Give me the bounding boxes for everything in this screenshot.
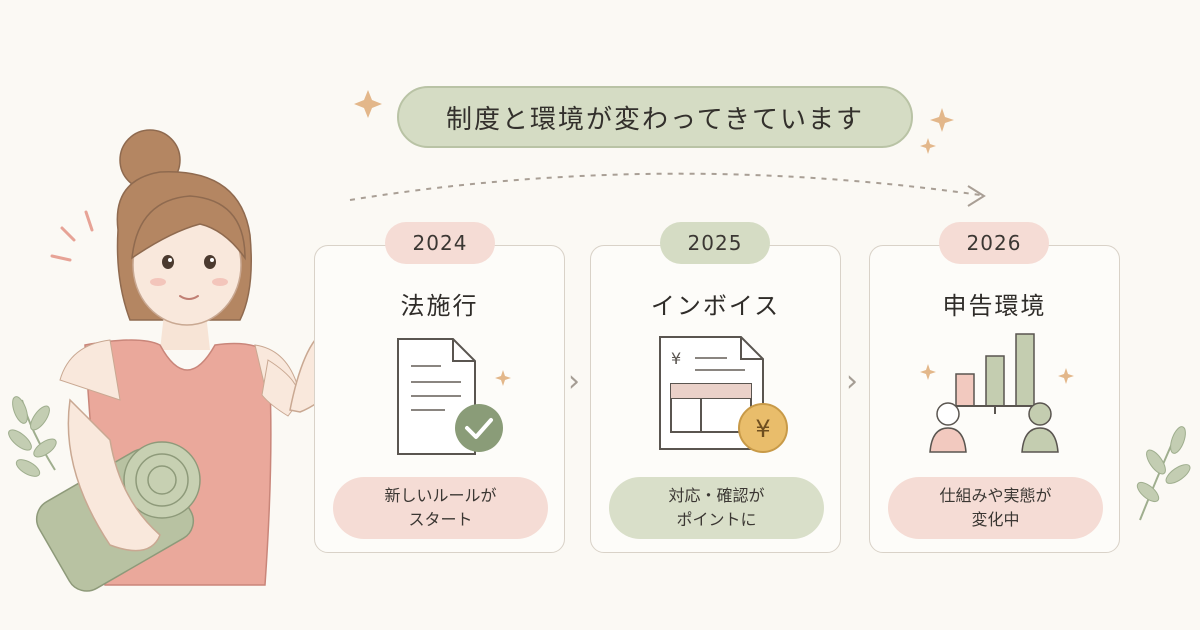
bar-chart-people-icon bbox=[920, 333, 1074, 453]
chevron-right-icon: › bbox=[568, 364, 580, 399]
chevron-right-icon: › bbox=[846, 364, 858, 399]
caption-line: 変化中 bbox=[971, 510, 1020, 529]
year-label: 2025 bbox=[687, 231, 743, 255]
sparkle-icon bbox=[920, 138, 936, 154]
leaf-branch-icon bbox=[8, 396, 57, 477]
woman-illustration bbox=[35, 129, 336, 592]
headline-banner: 制度と環境が変わってきています bbox=[397, 86, 913, 148]
card-title: 申告環境 bbox=[942, 292, 1047, 320]
timeline-card-2026: 申告環境 仕組みや実態が 変化中 bbox=[869, 245, 1120, 553]
dashed-timeline-arrow bbox=[349, 172, 981, 201]
yen-coin-symbol: ¥ bbox=[755, 415, 770, 443]
sparkle-icon bbox=[495, 370, 511, 386]
caption-line: 新しいルールが bbox=[384, 486, 497, 505]
year-badge: 2025 bbox=[660, 222, 770, 264]
timeline-card-2024: 法施行 新しいルールが スタート bbox=[314, 245, 565, 553]
arrow-head-icon bbox=[967, 185, 986, 207]
headline-text: 制度と環境が変わってきています bbox=[446, 104, 864, 135]
sparkle-icon bbox=[930, 108, 954, 132]
caption-line: ポイントに bbox=[676, 510, 757, 529]
caption-line: スタート bbox=[408, 510, 473, 529]
leaf-branch-icon bbox=[1136, 426, 1191, 521]
caption-pill: 新しいルールが スタート bbox=[333, 477, 548, 539]
timeline-card-2025: インボイス ¥ ¥ 対応・確認が ポイントに bbox=[590, 245, 841, 553]
caption-pill: 仕組みや実態が 変化中 bbox=[888, 477, 1103, 539]
caption-pill: 対応・確認が ポイントに bbox=[609, 477, 824, 539]
sparkle-icon bbox=[354, 90, 382, 118]
year-badge: 2026 bbox=[939, 222, 1049, 264]
year-label: 2026 bbox=[966, 231, 1022, 255]
invoice-symbol: ¥ bbox=[671, 349, 681, 368]
year-badge: 2024 bbox=[385, 222, 495, 264]
year-label: 2024 bbox=[412, 231, 468, 255]
caption-line: 対応・確認が bbox=[668, 486, 765, 505]
card-title: 法施行 bbox=[400, 292, 479, 320]
document-check-icon bbox=[397, 338, 503, 455]
invoice-yen-icon: ¥ ¥ bbox=[659, 336, 788, 453]
caption-line: 仕組みや実態が bbox=[939, 486, 1052, 505]
card-title: インボイス bbox=[650, 292, 781, 320]
